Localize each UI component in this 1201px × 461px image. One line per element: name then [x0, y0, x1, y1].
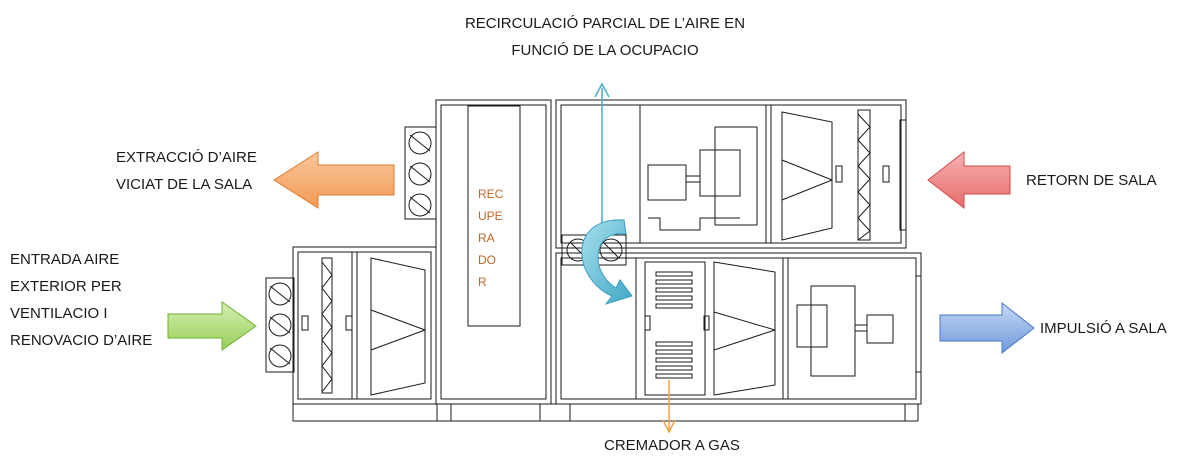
recuperator-text-line: R — [478, 275, 487, 289]
return-label: RETORN DE SALA — [1026, 172, 1157, 189]
recuperator-text-line: DO — [478, 253, 496, 267]
recirculation-arrow — [594, 82, 610, 225]
base-frame — [292, 403, 919, 422]
intake-label: ENTRADA AIRE EXTERIOR PER VENTILACIO I R… — [10, 246, 152, 354]
intake-module — [292, 246, 437, 405]
recuperator-text-line: RA — [478, 231, 495, 245]
supply-arrow — [939, 301, 1035, 355]
recirculation-label-line2: FUNCIÓ DE LA OCUPACIO — [511, 42, 699, 59]
extraction-label: EXTRACCIÓ D’AIRE VICIAT DE LA SALA — [116, 146, 257, 196]
recuperator-module — [435, 99, 552, 405]
supply-label: IMPULSIÓ A SALA — [1040, 320, 1167, 337]
recuperator-text-line: UPE — [478, 209, 503, 223]
intake-arrow — [167, 301, 257, 351]
extraction-label-line1: EXTRACCIÓ D’AIRE — [116, 149, 257, 166]
intake-label-line2: EXTERIOR PER — [10, 278, 122, 295]
recuperator-text-line: REC — [478, 187, 504, 201]
intake-label-line4: RENOVACIO D’AIRE — [10, 332, 153, 349]
return-arrow — [927, 150, 1011, 210]
intake-label-line3: VENTILACIO I — [10, 305, 108, 322]
extraction-arrow — [273, 151, 395, 209]
burner-label: CREMADOR A GAS — [604, 437, 740, 454]
return-module — [555, 99, 907, 249]
recirculation-label: RECIRCULACIÓ PARCIAL DE L’AIRE EN FUNCIÓ… — [440, 12, 770, 62]
burner-arrow — [662, 380, 676, 434]
intake-label-line1: ENTRADA AIRE — [10, 251, 120, 268]
burner-slots — [655, 271, 693, 379]
supply-module — [555, 252, 922, 405]
recirculation-curve-arrow — [581, 219, 633, 305]
intake-dampers — [265, 277, 295, 373]
extraction-dampers — [404, 126, 437, 220]
recuperator-label: REC UPE RA DO R — [478, 183, 503, 293]
recirculation-label-line1: RECIRCULACIÓ PARCIAL DE L’AIRE EN — [464, 15, 746, 32]
extraction-label-line2: VICIAT DE LA SALA — [116, 176, 253, 193]
